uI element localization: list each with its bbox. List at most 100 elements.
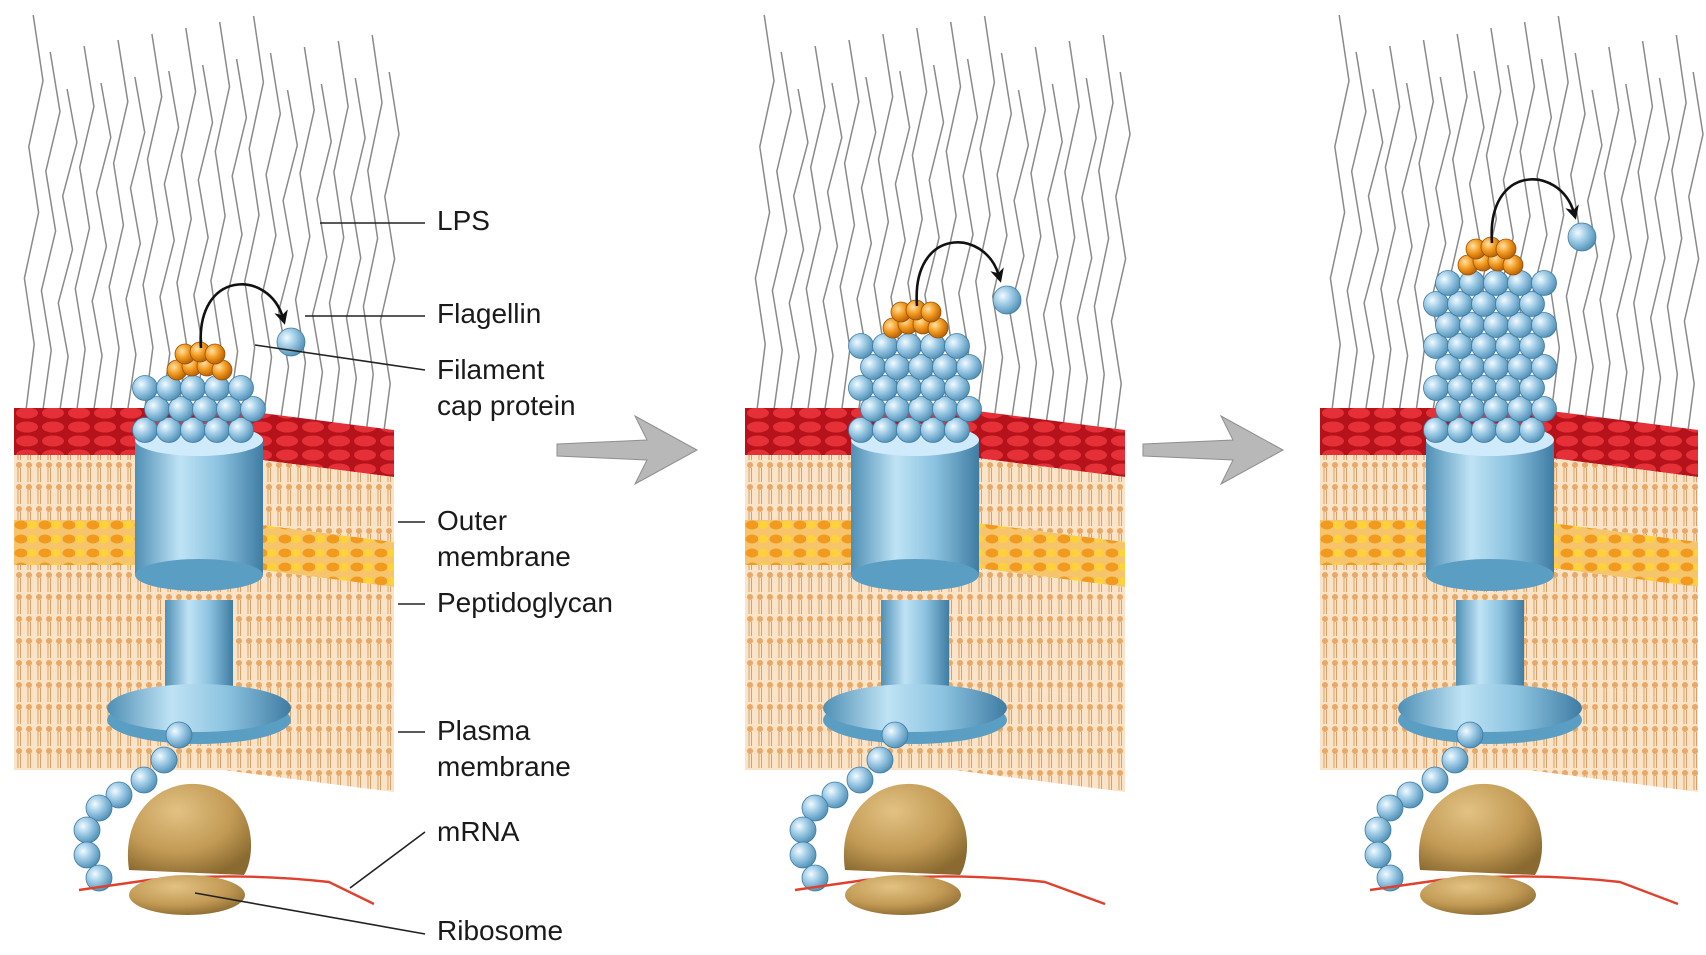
lps-strand (159, 70, 180, 411)
lps-strand (1649, 77, 1671, 439)
flagellin-bead (73, 841, 101, 869)
lps-strand (1329, 14, 1350, 411)
lps-strand (1042, 83, 1063, 431)
flagellin-bead (85, 864, 113, 892)
label-plasma-line-2: membrane (437, 751, 571, 782)
lps-strand (805, 45, 826, 411)
basal-ring-upper (1398, 684, 1582, 732)
lps-strand (991, 52, 1013, 419)
lps-strand (1346, 51, 1367, 411)
flagellin-subunit (956, 396, 982, 422)
flagellin-subunit (132, 375, 158, 401)
basal-cylinder (851, 440, 979, 575)
free-flagellin-subunit (1567, 222, 1597, 252)
flagellin-subunit (896, 333, 922, 359)
basal-cylinder-bottom (1426, 559, 1554, 591)
lps-strand (345, 77, 366, 439)
lps-strand (1683, 71, 1704, 447)
lps-strand (23, 14, 44, 411)
lps-strand (1059, 40, 1080, 435)
flagellin-subunit (1531, 396, 1557, 422)
flagellin-subunit (848, 333, 874, 359)
export-arrow (915, 241, 1004, 307)
flagellin-bead (85, 794, 113, 822)
nascent-flagellin-chain (73, 721, 193, 892)
lps-strand (294, 46, 315, 427)
lps-strand (1093, 34, 1114, 443)
flagellin-bead (165, 721, 193, 749)
filament (848, 333, 982, 443)
label-plasma-membrane: Plasma membrane (437, 713, 571, 785)
lps-strand (1025, 46, 1046, 427)
flagellin-bead (789, 816, 817, 844)
basal-body (823, 424, 1007, 744)
lps-strand (260, 52, 282, 419)
flagellin-bead (1364, 816, 1392, 844)
flagellin-subunit (1483, 270, 1509, 296)
basal-ring-upper (107, 684, 291, 732)
stage-panel-1 (14, 14, 400, 915)
lps-strand (1397, 82, 1418, 411)
progress-arrow-2 (1142, 414, 1285, 486)
lps-strand (754, 14, 775, 411)
flagellin-subunit (944, 333, 970, 359)
basal-cylinder-bottom (135, 559, 263, 591)
flagellin-bead (801, 864, 829, 892)
flagellin-subunit (1519, 375, 1545, 401)
lps-strand (1548, 15, 1569, 415)
cap-protein-subunit (920, 301, 942, 323)
label-peptidoglycan: Peptidoglycan (437, 587, 613, 618)
label-outer-line-1: Outer (437, 505, 508, 536)
leader-ribosome (194, 892, 426, 935)
free-flagellin-subunit (992, 285, 1022, 315)
flagellin-subunit (1435, 270, 1461, 296)
flagellin-subunit (240, 396, 266, 422)
flagellin-bead (821, 781, 849, 809)
ribosome-small-subunit (1420, 875, 1536, 915)
label-lps: LPS (437, 205, 490, 236)
lps-strand (74, 45, 95, 411)
lps-strand (311, 83, 332, 431)
lps-strand (1633, 40, 1654, 435)
basal-body (1398, 424, 1582, 744)
label-ribosome: Ribosome (437, 915, 564, 946)
ribosome-large-subunit (127, 783, 252, 875)
lps-strand (40, 51, 61, 411)
lps-strand (1110, 71, 1131, 447)
label-filament-line-1: Filament (437, 354, 545, 385)
lps-strand (1599, 46, 1620, 427)
stage-panel-2 (745, 14, 1131, 915)
flagellin-bead (105, 781, 133, 809)
flagellin-subunit (1519, 417, 1545, 443)
flagellin-subunit (1531, 270, 1557, 296)
basal-cylinder (1426, 440, 1554, 575)
leader-filament-cap (254, 344, 426, 371)
lps-strand (142, 33, 163, 411)
flagellin-bead (1376, 794, 1404, 822)
label-mrna: mRNA (437, 816, 520, 847)
label-plasma-line-1: Plasma (437, 715, 531, 746)
basal-cylinder-bottom (851, 559, 979, 591)
lps-strand (91, 82, 112, 411)
lps-strand (244, 15, 265, 415)
lps-strand (975, 15, 996, 415)
lps-strand (1008, 89, 1030, 423)
label-outer-membrane: Outer membrane (437, 503, 571, 575)
progress-arrow-1 (556, 414, 699, 486)
lps-strand (379, 71, 400, 447)
lps-strand (57, 88, 78, 411)
lps-strand (108, 39, 129, 411)
flagellin-bead (1396, 781, 1424, 809)
ribosome-small-subunit (845, 875, 961, 915)
lps-strand (1666, 34, 1687, 443)
nascent-flagellin-chain (1364, 721, 1484, 892)
filament-cap (882, 299, 949, 339)
basal-ring-upper (823, 684, 1007, 732)
lps-strand (1380, 45, 1401, 411)
flagellin-subunit (228, 375, 254, 401)
basal-cylinder (135, 440, 263, 575)
flagellin-bead (866, 746, 894, 774)
label-filament-cap-protein: Filament cap protein (437, 352, 576, 424)
lps-strand (1616, 83, 1637, 431)
